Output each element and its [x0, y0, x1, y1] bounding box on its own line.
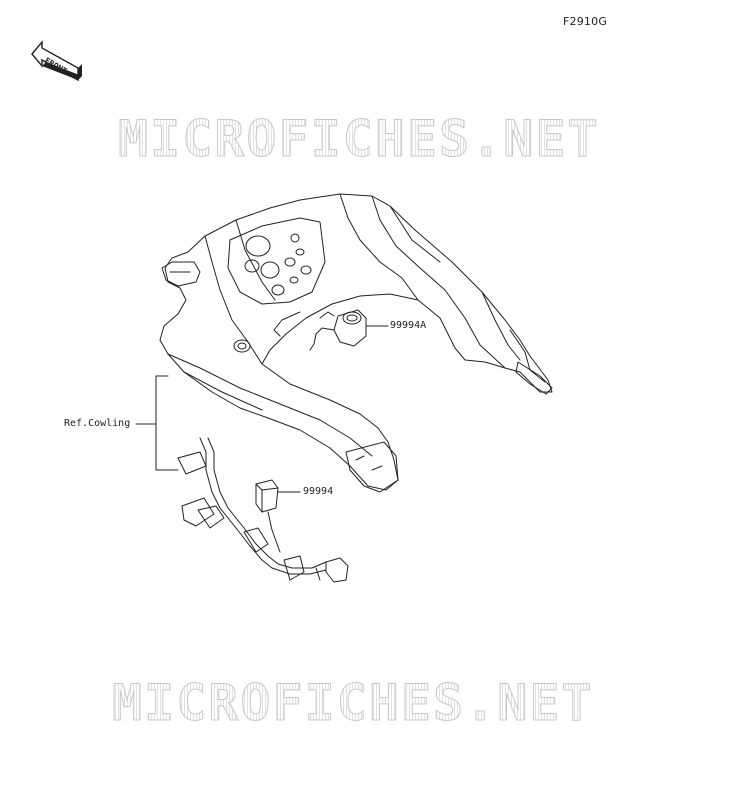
inner-cowling-outline: [159, 193, 553, 491]
wiring-harness: [199, 437, 327, 575]
callout-harness-part: 99994: [303, 486, 334, 497]
watermark-top: MICROFICHES.NET: [118, 110, 600, 169]
callout-socket-part: 99994A: [390, 320, 427, 331]
ref-bracket: [155, 375, 169, 425]
front-arrow-icon: FRONT: [31, 40, 82, 82]
accessory-socket: [333, 309, 367, 347]
watermark-bottom: MICROFICHES.NET: [112, 674, 594, 733]
diagram-code: F2910G: [563, 15, 608, 28]
callout-ref-cowling: Ref.Cowling: [64, 418, 131, 429]
